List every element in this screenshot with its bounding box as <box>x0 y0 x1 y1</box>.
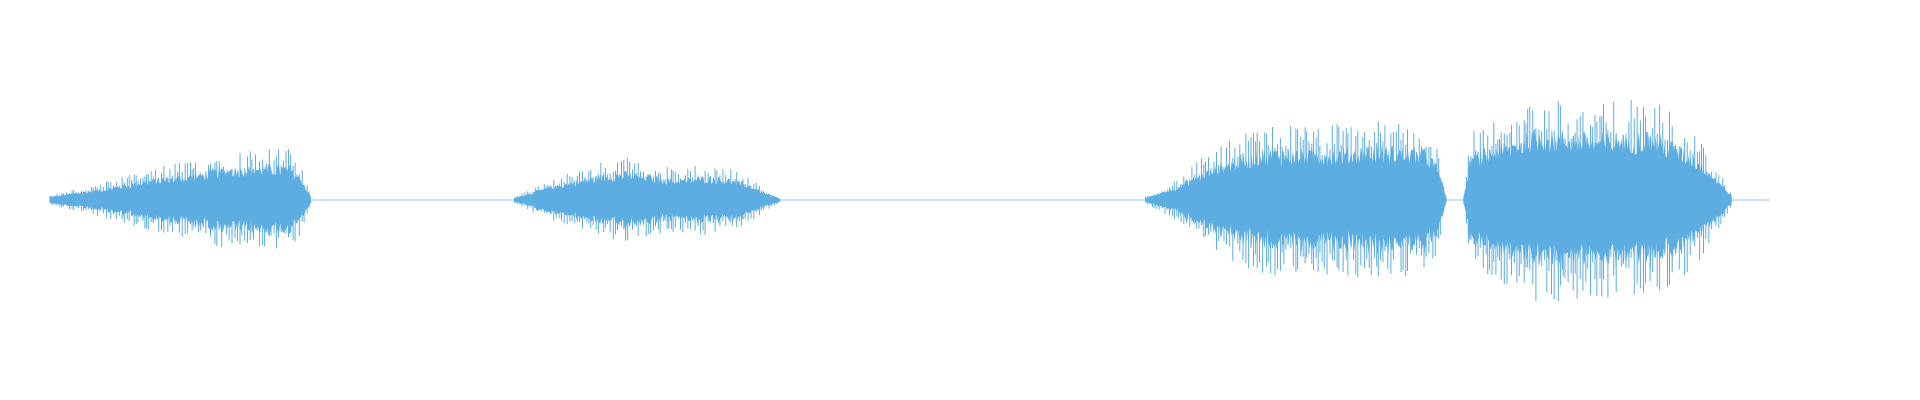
waveform-segment-4 <box>1463 100 1732 302</box>
waveform-segment-1 <box>49 149 311 249</box>
waveform-body <box>514 170 781 231</box>
waveform-segment-3 <box>1145 121 1447 277</box>
waveform-spikes <box>1145 121 1445 277</box>
waveform-segments <box>49 100 1732 302</box>
waveform-body <box>50 163 311 238</box>
waveform-spikes <box>1463 100 1731 302</box>
waveform-spikes <box>513 158 780 241</box>
waveform-segment-2 <box>513 158 781 241</box>
waveform-spikes <box>49 149 310 249</box>
